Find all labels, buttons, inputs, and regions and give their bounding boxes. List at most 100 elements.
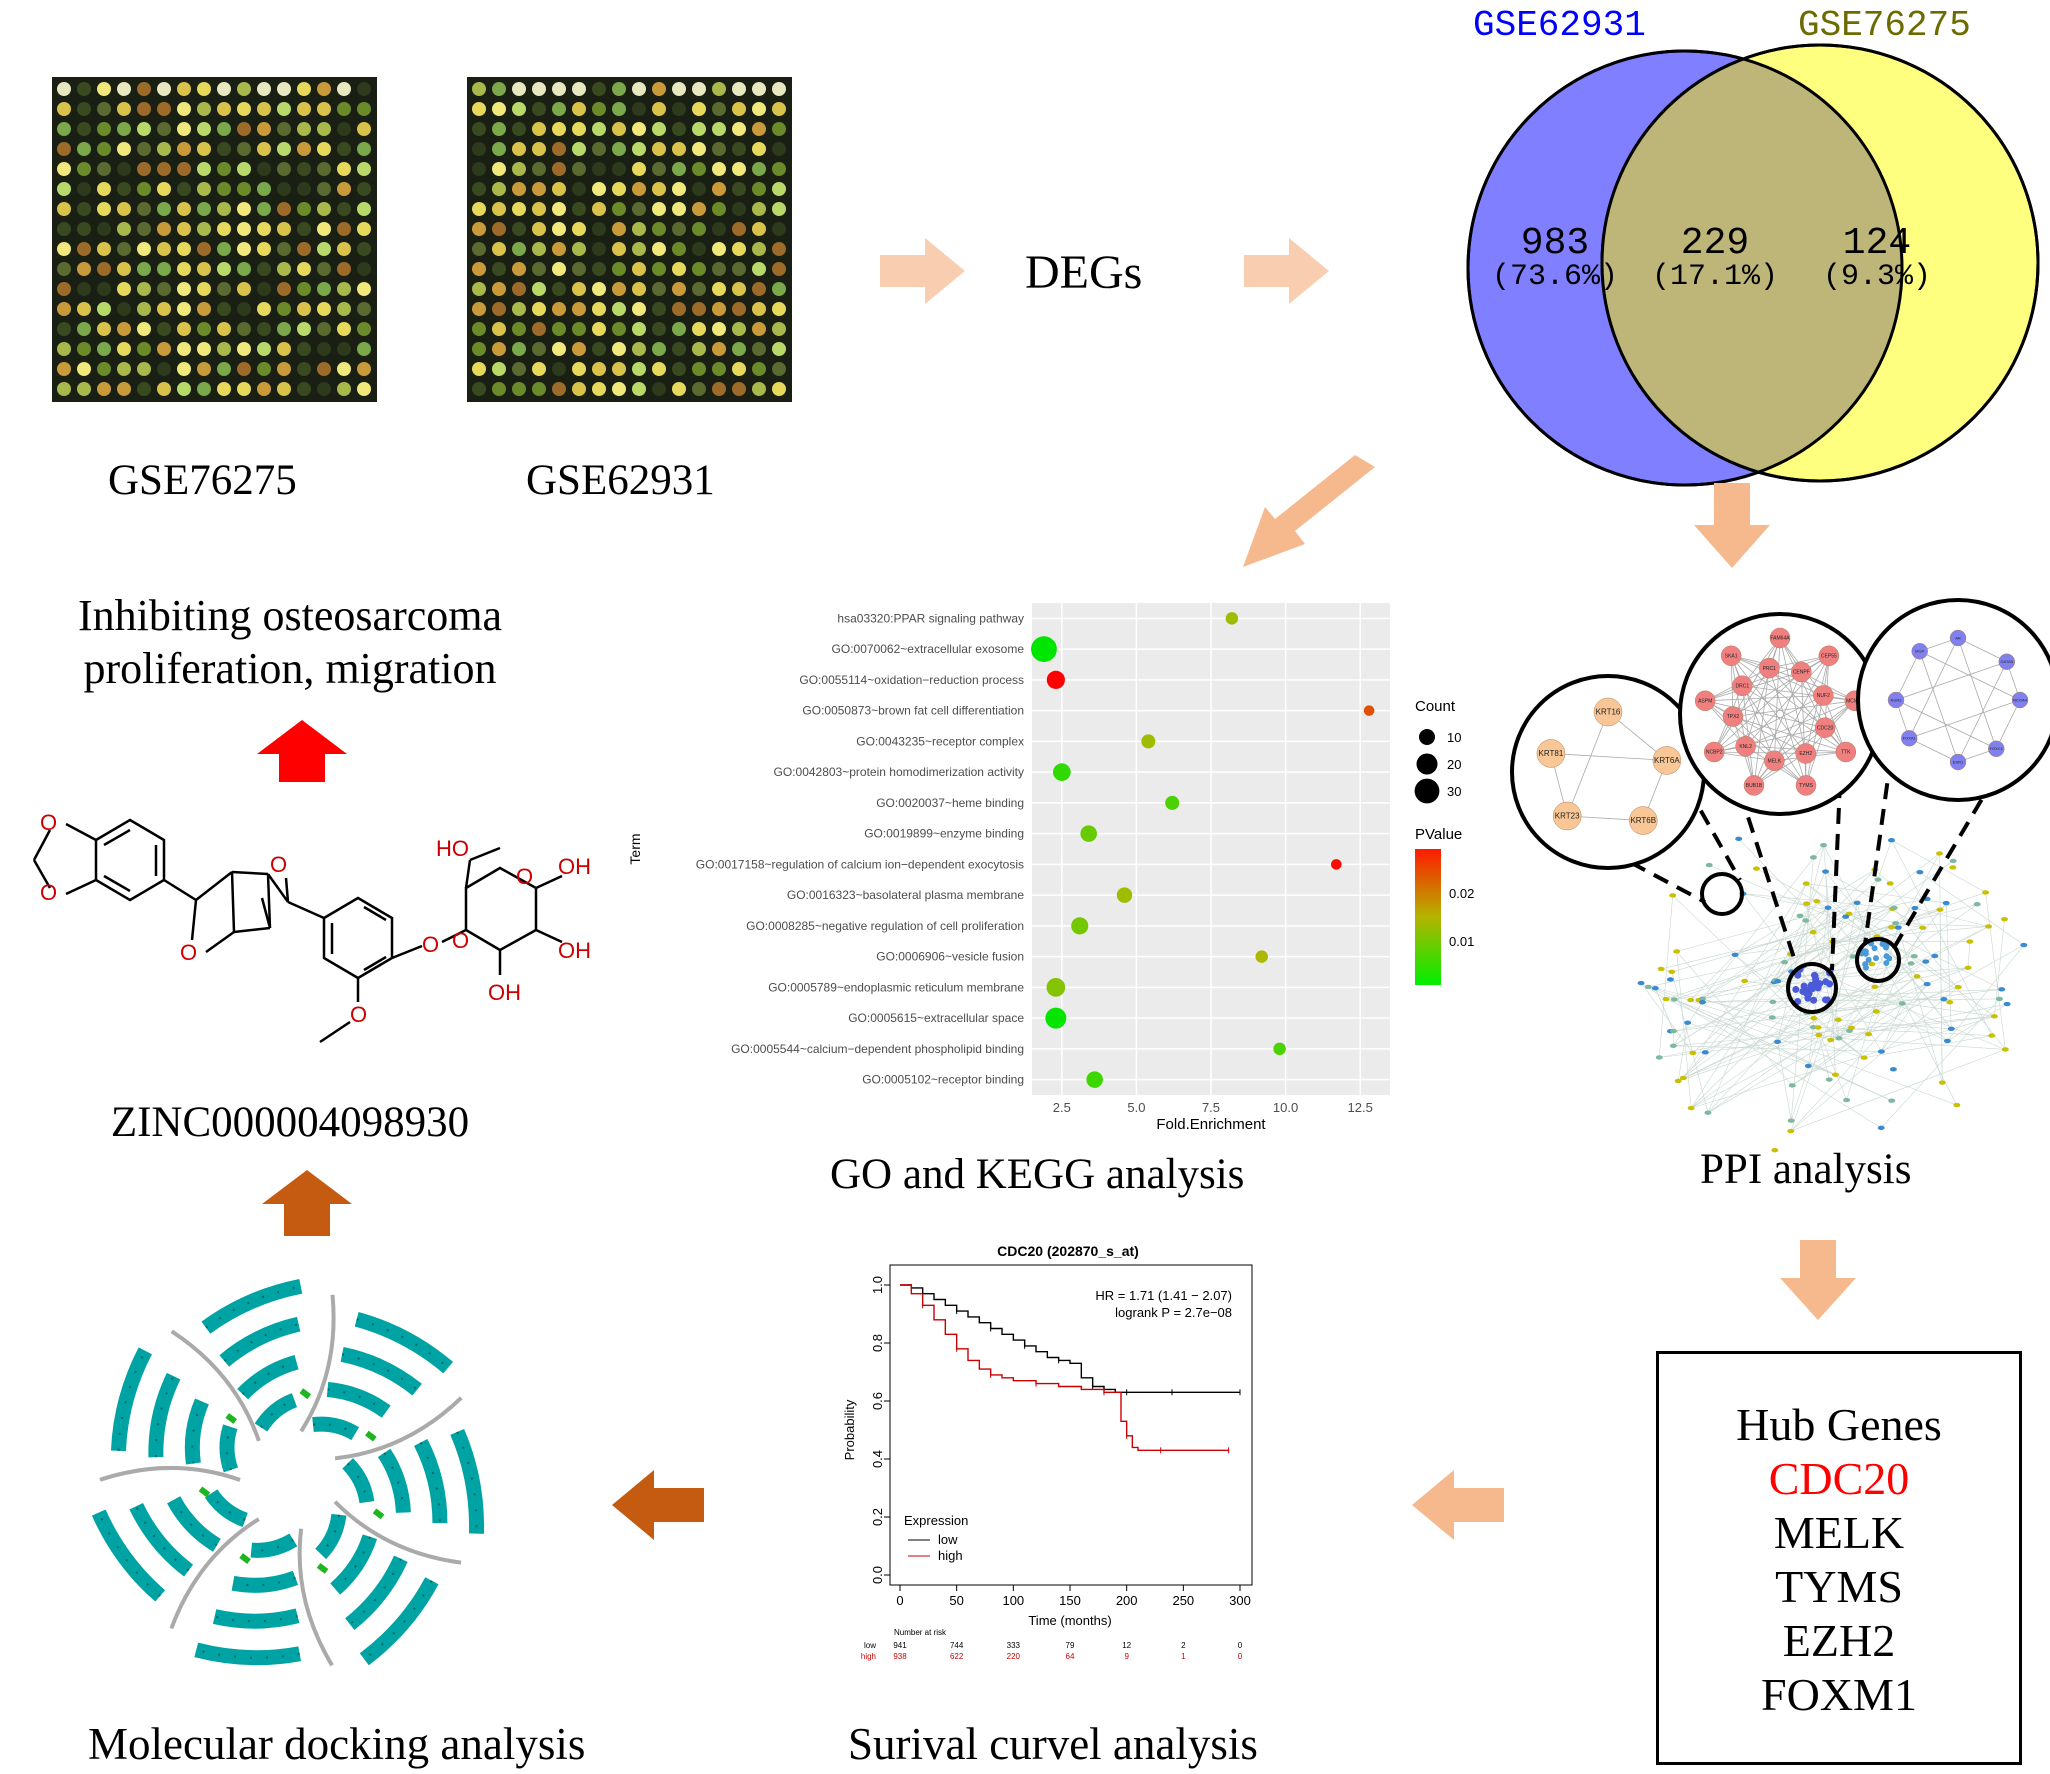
microarray-spot: [712, 222, 726, 236]
microarray-spot: [672, 142, 686, 156]
microarray-spot: [512, 102, 526, 116]
microarray-spot: [337, 202, 351, 216]
x-tick-label: 250: [1172, 1593, 1194, 1608]
microarray-spot: [237, 202, 251, 216]
risk-value: 79: [1066, 1641, 1075, 1650]
microarray-spot: [57, 122, 71, 136]
network-node: [1913, 974, 1921, 979]
beta-strand: [250, 1533, 298, 1558]
network-node: [1898, 1001, 1906, 1006]
cluster-edge: [1730, 655, 1807, 754]
microarray-spot: [277, 322, 291, 336]
microarray-spot: [57, 362, 71, 376]
microarray-spot: [652, 282, 666, 296]
turn: [299, 1388, 312, 1400]
km-legend-label: high: [938, 1548, 963, 1563]
microarray-spot: [257, 162, 271, 176]
microarray-spot: [97, 242, 111, 256]
microarray-spot: [672, 82, 686, 96]
microarray-spot: [257, 222, 271, 236]
microarray-spot: [337, 102, 351, 116]
microarray-spot: [512, 142, 526, 156]
network-edge: [1659, 1026, 1814, 1058]
cluster-gene-node: [1791, 661, 1812, 683]
beta-strand: [359, 1577, 439, 1666]
microarray-spot: [177, 382, 191, 396]
network-node: [1827, 1037, 1835, 1043]
microarray-spot: [237, 342, 251, 356]
microarray-spot: [652, 82, 666, 96]
network-edge: [1947, 1003, 2008, 1042]
microarray-spot: [277, 202, 291, 216]
bubble-point: [1086, 1071, 1103, 1088]
cluster-node: [1826, 980, 1834, 988]
cluster-edge: [1895, 661, 2007, 701]
microarray-spot: [552, 102, 566, 116]
cluster-edge: [1730, 655, 1824, 696]
microarray-spot: [752, 242, 766, 256]
term-label: GO:0070062~extracellular exosome: [832, 642, 1025, 656]
microarray-spot: [592, 222, 606, 236]
microarray-spot: [137, 82, 151, 96]
microarray-spot: [57, 302, 71, 316]
microarray-spot: [197, 182, 211, 196]
bubble-point: [1071, 917, 1089, 935]
microarray-spot: [297, 382, 311, 396]
x-tick-label: 7.5: [1202, 1100, 1220, 1115]
microarray-spot: [752, 342, 766, 356]
network-node: [1768, 1015, 1776, 1020]
microarray-spot: [97, 382, 111, 396]
beta-strand: [342, 1458, 375, 1504]
cluster-edge: [1769, 667, 1847, 753]
microarray-spot: [512, 362, 526, 376]
microarray-spot: [337, 82, 351, 96]
microarray-spot: [57, 322, 71, 336]
legend-pvalue-title: PValue: [1415, 826, 1462, 843]
network-edge: [1848, 898, 1928, 915]
network-edge: [1678, 986, 1875, 1082]
network-edge: [1648, 986, 1892, 1102]
cluster-gene-node: [1795, 743, 1816, 764]
network-node: [1892, 921, 1900, 926]
microarray-spot: [137, 202, 151, 216]
microarray-spot: [157, 382, 171, 396]
microarray-spot: [692, 362, 706, 376]
microarray-spot: [692, 82, 706, 96]
microarray-spot: [277, 382, 291, 396]
microarray-spot: [472, 102, 486, 116]
cluster-node: [1822, 996, 1830, 1004]
microarray-spot: [692, 302, 706, 316]
cluster-edge: [1742, 685, 1855, 702]
microarray-spot: [137, 242, 151, 256]
network-node: [1815, 1032, 1823, 1038]
network-edge: [1790, 1049, 2006, 1132]
microarray-spot: [317, 382, 331, 396]
risk-value: 64: [1066, 1652, 1075, 1661]
microarray-spot: [117, 162, 131, 176]
microarray-spot: [552, 302, 566, 316]
microarray-spot: [257, 242, 271, 256]
microarray-spot: [237, 122, 251, 136]
microarray-spot: [712, 102, 726, 116]
network-node: [1938, 1080, 1946, 1085]
microarray-spot: [217, 82, 231, 96]
microarray-spot: [157, 102, 171, 116]
microarray-spot: [492, 222, 506, 236]
microarray-spot: [712, 302, 726, 316]
network-edge: [1648, 986, 1865, 1059]
microarray-spot: [117, 82, 131, 96]
microarray-spot: [257, 382, 271, 396]
microarray-spot: [652, 342, 666, 356]
microarray-spot: [692, 382, 706, 396]
microarray-spot: [552, 382, 566, 396]
microarray-spot: [237, 102, 251, 116]
cluster-node: [1800, 982, 1808, 990]
x-tick-label: 50: [949, 1593, 963, 1608]
microarray-spot: [357, 142, 371, 156]
legend-count-label: 10: [1447, 730, 1461, 745]
microarray-spot: [97, 322, 111, 336]
risk-value: 2: [1181, 1641, 1186, 1650]
microarray-spot: [317, 122, 331, 136]
microarray-spot: [97, 162, 111, 176]
network-edge: [1702, 998, 1831, 1041]
